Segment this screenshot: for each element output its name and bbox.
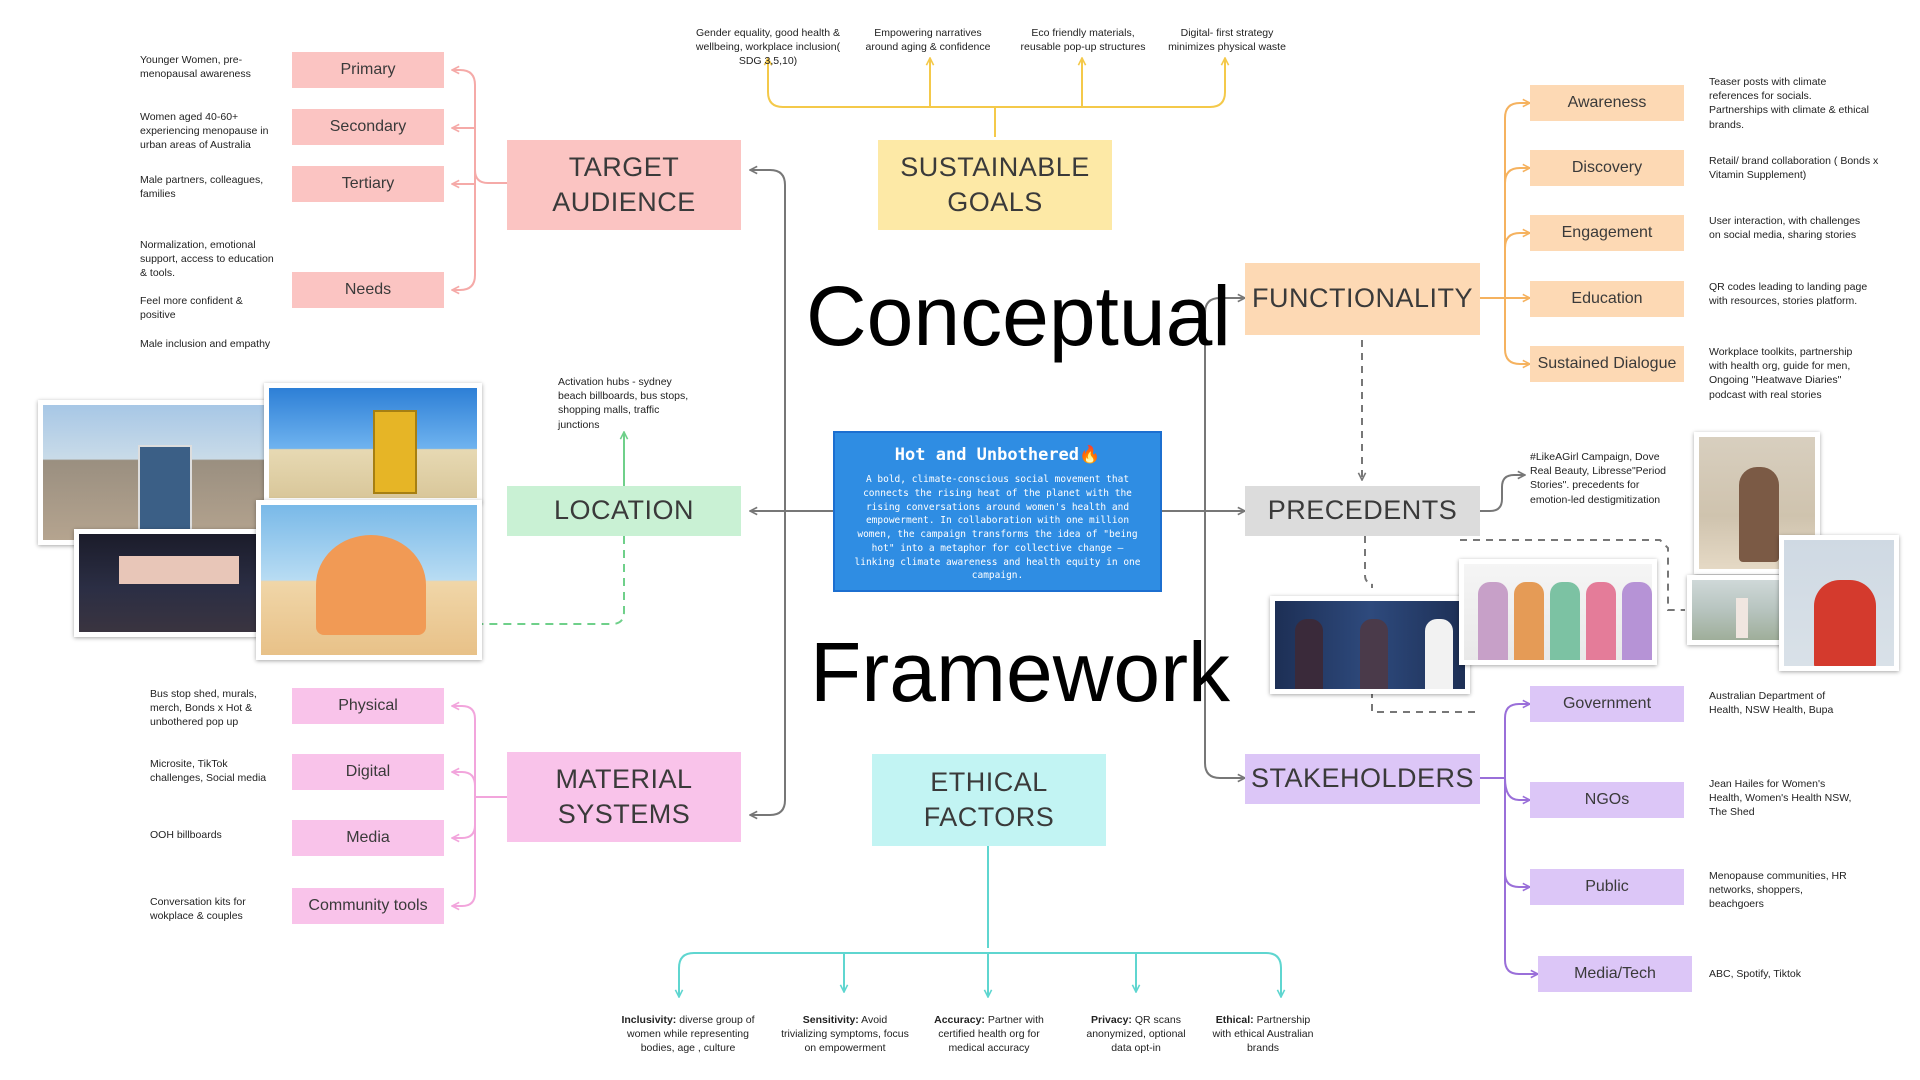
ethical-text-sensitivity: Avoid trivializing symptoms, focus on em…	[781, 1014, 909, 1055]
goal-note-2: Empowering narratives around aging & con…	[865, 27, 991, 54]
note-digital: Microsite, TikTok challenges, Social med…	[150, 758, 267, 785]
ethical-head-privacy: Privacy:	[1091, 1014, 1132, 1026]
pill-public: Public	[1530, 869, 1684, 905]
note-tertiary: Male partners, colleagues, families	[140, 174, 264, 201]
ethical-head-accuracy: Accuracy:	[934, 1014, 985, 1026]
material-label-2: SYSTEMS	[557, 799, 691, 829]
note-community-tools: Conversation kits for wokplace & couples	[150, 896, 246, 923]
pill-engagement: Engagement	[1530, 215, 1684, 251]
photo-sunsilk-popup	[256, 500, 482, 660]
node-sustainable-goals: SUSTAINABLE GOALS	[878, 140, 1112, 230]
ethical-head-sensitivity: Sensitivity:	[802, 1014, 859, 1026]
ethical-note-accuracy: Accuracy: Partner with certified health …	[928, 1013, 1050, 1056]
note-government: Australian Department of Health, NSW Hea…	[1709, 690, 1834, 717]
ethical-label-2: FACTORS	[923, 802, 1055, 832]
goals-label-1: SUSTAINABLE	[900, 151, 1090, 182]
node-ethical-factors: ETHICAL FACTORS	[872, 754, 1106, 846]
pill-awareness: Awareness	[1530, 85, 1684, 121]
note-precedents: #LikeAGirl Campaign, Dove Real Beauty, L…	[1530, 451, 1667, 506]
note-physical: Bus stop shed, murals, merch, Bonds x Ho…	[150, 688, 257, 729]
ethical-text-ethical: Partnership with ethical Australian bran…	[1212, 1014, 1314, 1055]
center-campaign-box: Hot and Unbothered🔥 A bold, climate-cons…	[833, 431, 1162, 592]
ethical-note-sensitivity: Sensitivity: Avoid trivializing symptoms…	[780, 1013, 910, 1056]
goal-note-1: Gender equality, good health & wellbeing…	[695, 27, 841, 68]
note-primary: Younger Women, pre-menopausal awareness	[140, 54, 251, 81]
goals-label-2: GOALS	[947, 187, 1043, 217]
note-secondary: Women aged 40-60+ experiencing menopause…	[140, 111, 269, 152]
center-title: Hot and Unbothered🔥	[894, 445, 1101, 465]
note-awareness: Teaser posts with climate references for…	[1709, 76, 1869, 131]
target-label-2: AUDIENCE	[552, 187, 696, 217]
title-framework: Framework	[810, 625, 1231, 719]
note-location: Activation hubs - sydney beach billboard…	[558, 376, 689, 431]
pill-ngos: NGOs	[1530, 782, 1684, 818]
node-stakeholders: STAKEHOLDERS	[1245, 754, 1480, 804]
photo-red-jacket	[1779, 535, 1899, 671]
ethical-note-inclusivity: Inclusivity: diverse group of women whil…	[618, 1013, 758, 1056]
center-description: A bold, climate-conscious social movemen…	[854, 474, 1141, 582]
pill-needs: Needs	[292, 272, 444, 308]
pill-education: Education	[1530, 281, 1684, 317]
pill-community-tools: Community tools	[292, 888, 444, 924]
note-discovery: Retail/ brand collaboration ( Bonds x Vi…	[1709, 155, 1879, 182]
ethical-label-1: ETHICAL	[930, 766, 1048, 797]
pill-digital: Digital	[292, 754, 444, 790]
ethical-text-inclusivity: diverse group of women while representin…	[627, 1014, 755, 1055]
note-needs-2: Feel more confident & positive	[140, 295, 243, 322]
photo-dove-real-beauty	[1459, 559, 1657, 665]
ethical-text-privacy: QR scans anonymized, optional data opt-i…	[1086, 1014, 1186, 1055]
pill-tertiary: Tertiary	[292, 166, 444, 202]
note-needs-1: Normalization, emotional support, access…	[140, 239, 274, 280]
photo-bus-stop-ad	[38, 400, 270, 545]
note-needs-3: Male inclusion and empathy	[140, 338, 271, 350]
goal-note-4: Digital- first strategy minimizes physic…	[1168, 27, 1286, 54]
note-media: OOH billboards	[150, 829, 222, 841]
pill-primary: Primary	[292, 52, 444, 88]
note-public: Menopause communities, HR networks, shop…	[1709, 870, 1847, 911]
target-label-1: TARGET	[568, 151, 680, 182]
ethical-head-ethical: Ethical:	[1215, 1014, 1254, 1026]
ethical-note-privacy: Privacy: QR scans anonymized, optional d…	[1076, 1013, 1196, 1056]
material-label-1: MATERIAL	[555, 763, 693, 794]
note-education: QR codes leading to landing page with re…	[1709, 281, 1868, 308]
photo-beach-walk	[1687, 575, 1793, 645]
note-media-tech: ABC, Spotify, Tiktok	[1709, 968, 1802, 980]
ethical-head-inclusivity: Inclusivity:	[621, 1014, 677, 1026]
photo-always-campaign	[1270, 596, 1470, 694]
note-ngos: Jean Hailes for Women's Health, Women's …	[1709, 778, 1852, 819]
photo-billboard-night	[74, 529, 270, 637]
ethical-text-accuracy: Partner with certified health org for me…	[938, 1014, 1044, 1055]
node-functionality: FUNCTIONALITY	[1245, 263, 1480, 335]
note-sustained-dialogue: Workplace toolkits, partnership with hea…	[1709, 346, 1853, 401]
node-material-systems: MATERIAL SYSTEMS	[507, 752, 741, 842]
goal-note-3: Eco friendly materials, reusable pop-up …	[1020, 27, 1146, 54]
node-location: LOCATION	[507, 486, 741, 536]
note-engagement: User interaction, with challenges on soc…	[1709, 215, 1861, 242]
node-precedents: PRECEDENTS	[1245, 486, 1480, 536]
pill-discovery: Discovery	[1530, 150, 1684, 186]
pill-media-tech: Media/Tech	[1538, 956, 1692, 992]
pill-physical: Physical	[292, 688, 444, 724]
title-conceptual: Conceptual	[806, 269, 1231, 363]
node-target-audience: TARGET AUDIENCE	[507, 140, 741, 230]
pill-government: Government	[1530, 686, 1684, 722]
pill-secondary: Secondary	[292, 109, 444, 145]
photo-beach-booth	[264, 383, 482, 503]
pill-sustained-dialogue: Sustained Dialogue	[1530, 346, 1684, 382]
pill-media: Media	[292, 820, 444, 856]
ethical-note-ethical: Ethical: Partnership with ethical Austra…	[1208, 1013, 1318, 1056]
